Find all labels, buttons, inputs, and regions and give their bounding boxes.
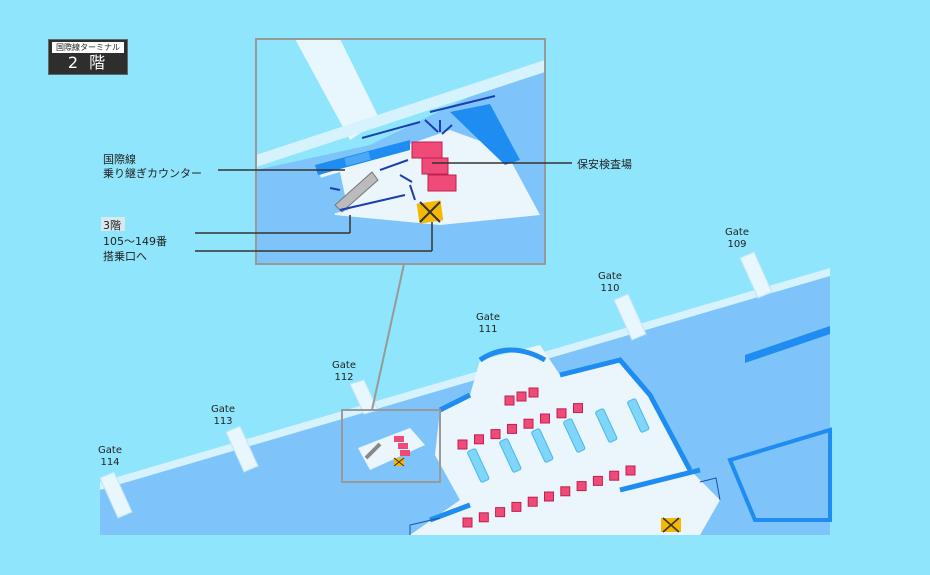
gate-114-number: 114	[100, 457, 119, 468]
seat-block	[490, 429, 501, 440]
seat-block	[573, 403, 583, 414]
security-area-highlight	[341, 409, 441, 483]
bench	[467, 448, 490, 483]
seat-block	[540, 413, 550, 424]
gate-113-number: 113	[213, 416, 232, 427]
to-gates-label: 搭乗口へ	[103, 250, 147, 263]
gate-114-word: Gate	[98, 445, 122, 456]
seat-block	[544, 491, 554, 502]
central-hall-walls	[429, 347, 701, 523]
seat-block	[511, 501, 522, 512]
seat-block	[478, 512, 489, 523]
pier-edge	[100, 268, 830, 490]
escalator-icon	[334, 171, 379, 213]
seat-block	[457, 439, 468, 450]
central-hall-floor	[410, 345, 720, 535]
seat-block	[504, 395, 515, 406]
inset-view	[255, 38, 546, 265]
gate-110-number: 110	[600, 283, 619, 294]
gate-labels: Gate 109 Gate 110 Gate 111 Gate 112 Gate…	[98, 227, 749, 468]
gates-range-label: 105～149番	[103, 235, 167, 248]
transfer-counter-label-2: 乗り継ぎカウンター	[103, 166, 202, 180]
bench	[531, 428, 554, 463]
seat-block	[592, 475, 603, 486]
seat-block	[609, 470, 620, 481]
floor-badge: 国際線ターミナル 2 階	[48, 39, 128, 75]
transfer-counter-label: 国際線	[103, 152, 136, 166]
flow-arrows	[329, 95, 496, 211]
leader-lines	[195, 162, 572, 252]
seat-block	[576, 481, 587, 492]
small-security-floor	[358, 428, 425, 470]
gate-113-word: Gate	[211, 404, 235, 415]
gate-109-number: 109	[727, 239, 746, 250]
bench	[595, 408, 618, 443]
small-security-lanes	[394, 436, 410, 456]
gate-109-word: Gate	[725, 227, 749, 238]
bench	[563, 418, 586, 453]
seat-block	[528, 387, 539, 398]
pier-right-wall	[727, 427, 832, 522]
bench	[499, 438, 522, 473]
callout-line	[371, 263, 405, 411]
gate-110-word: Gate	[598, 271, 622, 282]
gate-111-word: Gate	[476, 312, 500, 323]
gate-111-number: 111	[478, 324, 497, 335]
seat-block	[474, 434, 484, 445]
pier-wall	[745, 326, 830, 363]
seat-block	[523, 418, 534, 429]
gate-112-number: 112	[334, 372, 353, 383]
floor3-label: 3階	[103, 218, 121, 232]
floor-number: 2 階	[67, 53, 109, 72]
hall-outline	[409, 477, 721, 535]
jetways	[99, 251, 773, 519]
seat-block	[527, 496, 538, 507]
security-label: 保安検査場	[577, 157, 632, 171]
seat-block	[495, 507, 506, 518]
seat-block	[507, 423, 517, 434]
seat-block	[625, 465, 636, 476]
terminal-name: 国際線ターミナル	[52, 42, 124, 53]
gate-112-word: Gate	[332, 360, 356, 371]
seat-block	[462, 517, 473, 528]
bench	[627, 398, 650, 433]
seat-block	[516, 391, 527, 402]
small-escalator-icon	[364, 442, 382, 460]
seat-block	[560, 486, 571, 497]
seat-block	[556, 408, 567, 419]
